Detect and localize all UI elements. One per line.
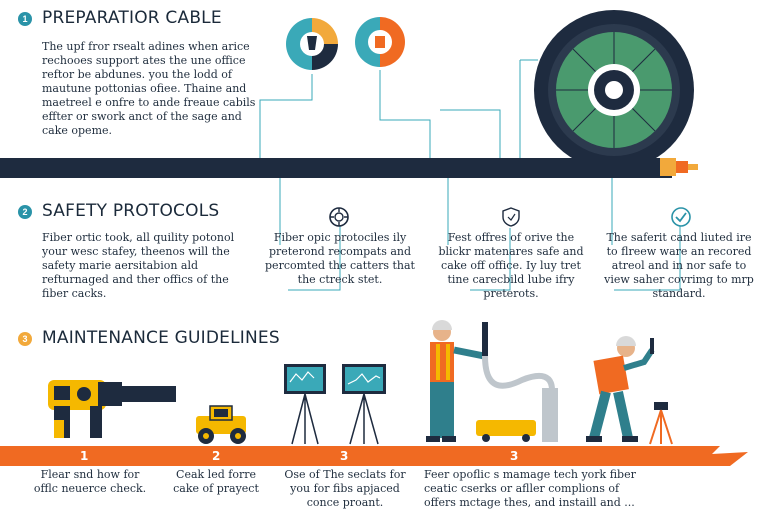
step-text: Ose of The seclats for you for fibs apja… (284, 468, 406, 509)
safety-item-text: Fiber ortic took, all quility potonol yo… (42, 231, 235, 300)
technician-with-tool-illustration (586, 336, 655, 442)
section-body-preparation: The upf fror rsealt adines when arice re… (42, 40, 256, 137)
cable-bar-navy (0, 158, 640, 178)
technician-with-cable-illustration (426, 320, 558, 442)
section-title-maintenance: MAINTENANCE GUIDELINES (42, 328, 280, 348)
shield-icon (502, 207, 520, 227)
monitor-stands-illustration (284, 364, 386, 445)
step-text: Flear snd how for offlc neuerce check. (33, 468, 147, 495)
step-number: 3 (510, 449, 519, 463)
section-number-badge: 2 (18, 205, 32, 219)
section-title-safety: SAFETY PROTOCOLS (42, 201, 220, 221)
step-text: Feer opoflic s mamage tech york fiber ce… (424, 468, 636, 509)
section-title-preparation: PREPARATIOR CABLE (42, 8, 222, 28)
pie-chart-icon (286, 18, 338, 70)
donut-chart-icon (355, 17, 405, 67)
timeline-bar-end (700, 446, 748, 466)
check-circle-icon (671, 207, 691, 227)
cable-vehicle-illustration (196, 405, 246, 444)
fiber-blower-tool-illustration (48, 380, 176, 438)
tripod-illustration (649, 402, 673, 445)
step-number: 1 (80, 449, 89, 463)
section-number-badge: 1 (18, 12, 32, 26)
timeline-bar-orange (0, 446, 700, 466)
section-number-badge: 3 (18, 332, 32, 346)
cable-reel-illustration (534, 10, 698, 178)
step-number: 3 (340, 449, 349, 463)
safety-item-text: The saferit cand liuted ire to flreew wa… (604, 231, 754, 300)
safety-item-text: Fest offres of orive the blickr matenare… (438, 231, 584, 300)
step-text: Ceak led forre cake of prayect (173, 468, 259, 495)
step-number: 2 (212, 449, 221, 463)
safety-item-text: Fiber opic protociles ily preterond reco… (265, 231, 415, 286)
gear-hazard-icon (329, 207, 349, 227)
